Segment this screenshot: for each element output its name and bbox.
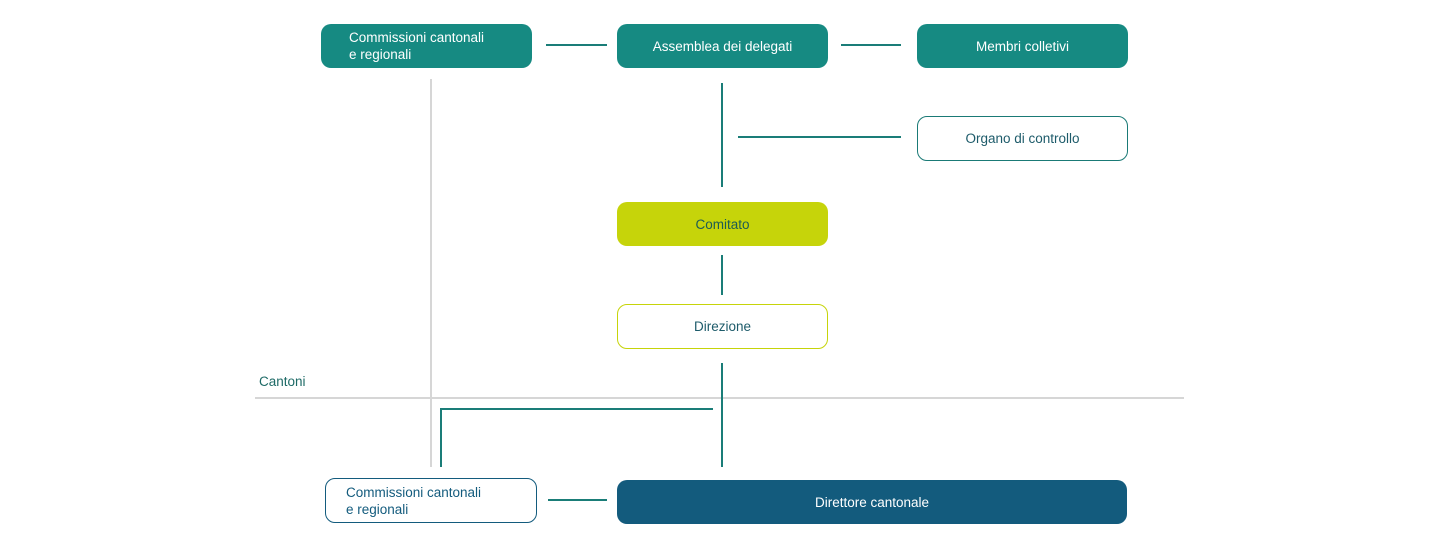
direzione-label: Direzione [693, 319, 752, 334]
comitato-box: Comitato [617, 202, 828, 246]
connector-commissioni-direttore [548, 499, 607, 501]
direzione-box: Direzione [617, 304, 828, 349]
direttore-cantonale-label: Direttore cantonale [814, 494, 930, 510]
connector-organo-di-controllo [738, 136, 901, 138]
connector-branch-vertical [440, 408, 442, 467]
assemblea-dei-delegati-box: Assemblea dei delegati [617, 24, 828, 68]
direttore-cantonale-box: Direttore cantonale [617, 480, 1127, 524]
commissioni-cantonali-regionali-box: Commissioni cantonali e regionali [321, 24, 532, 68]
commissioni-cantonali-regionali-label: Commissioni cantonali e regionali [349, 30, 485, 62]
cantoni-divider [255, 397, 1184, 399]
organo-di-controllo-box: Organo di controllo [917, 116, 1128, 161]
comitato-label: Comitato [695, 216, 750, 232]
commissioni-cantonali-regionali-bottom-box: Commissioni cantonali e regionali [325, 478, 537, 523]
connector-assemblea-comitato [721, 83, 723, 187]
connector-branch-horizontal [440, 408, 713, 410]
assemblea-dei-delegati-label: Assemblea dei delegati [652, 38, 793, 54]
organo-di-controllo-label: Organo di controllo [965, 131, 1080, 146]
connector-commissioni-assemblea [546, 44, 607, 46]
commissioni-vertical-line [430, 79, 432, 467]
connector-comitato-direzione [721, 255, 723, 295]
cantoni-section-label: Cantoni [259, 374, 306, 389]
commissioni-cantonali-regionali-bottom-label: Commissioni cantonali e regionali [346, 484, 482, 517]
membri-colletivi-box: Membri colletivi [917, 24, 1128, 68]
membri-colletivi-label: Membri colletivi [975, 38, 1070, 54]
connector-direzione-direttore [721, 363, 723, 467]
connector-assemblea-membri [841, 44, 901, 46]
